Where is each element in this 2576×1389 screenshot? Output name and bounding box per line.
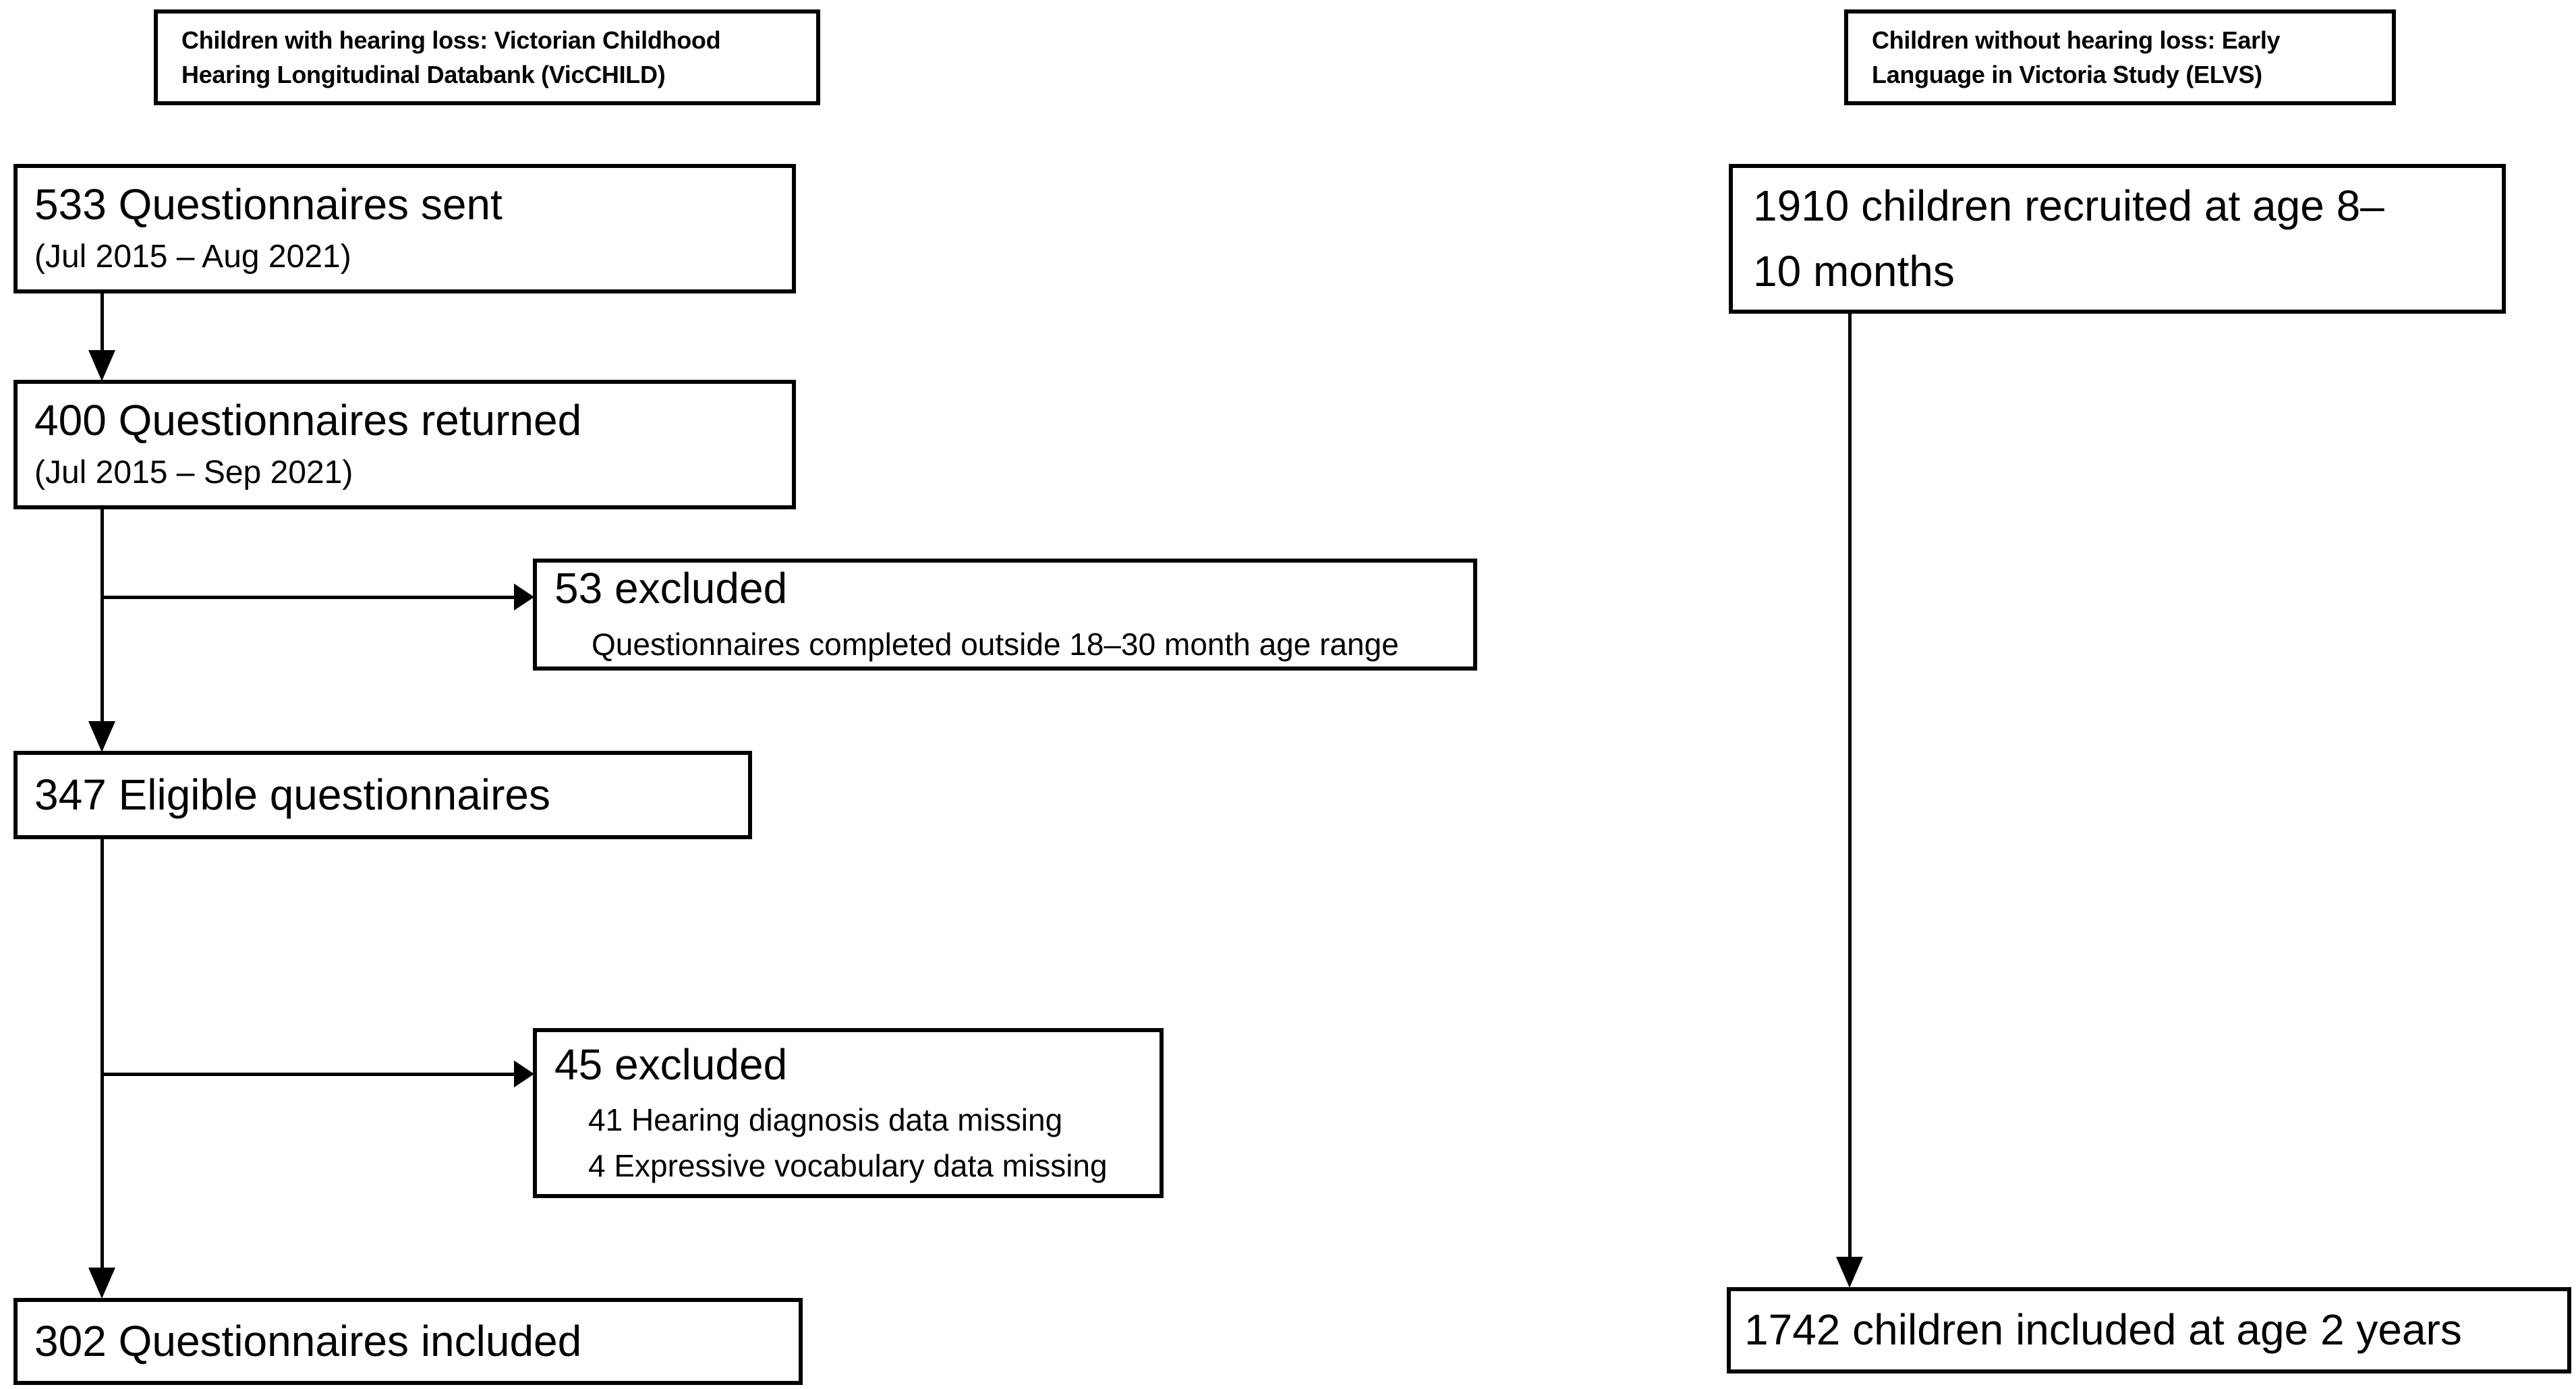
arrowhead-down-sent-to-returned-icon xyxy=(88,350,115,381)
questionnaires-returned-title: 400 Questionnaires returned xyxy=(34,396,582,445)
connector-returned-to-eligible-line xyxy=(101,509,104,722)
eligible-questionnaires-box: 347 Eligible questionnaires xyxy=(13,751,752,839)
connector-sent-to-returned-line xyxy=(101,293,104,351)
excluded-missing-vocabulary-reason: 4 Expressive vocabulary data missing xyxy=(588,1147,1108,1183)
excluded-age-range-title: 53 excluded xyxy=(554,564,788,613)
excluded-missing-hearing-reason: 41 Hearing diagnosis data missing xyxy=(588,1102,1063,1138)
questionnaires-sent-box: 533 Questionnaires sent (Jul 2015 – Aug … xyxy=(13,164,796,293)
arrowhead-down-recruited-to-included-icon xyxy=(1836,1257,1863,1288)
excluded-missing-data-title: 45 excluded xyxy=(554,1040,788,1089)
connector-branch-to-excluded-age-line xyxy=(102,596,515,599)
arrowhead-down-returned-to-eligible-icon xyxy=(88,721,115,752)
arrowhead-down-eligible-to-included-icon xyxy=(88,1268,115,1299)
arrowhead-right-excluded-age-icon xyxy=(514,584,534,611)
right-cohort-header-line2: Language in Victoria Study (ELVS) xyxy=(1872,61,2262,88)
questionnaires-included-box: 302 Questionnaires included xyxy=(13,1298,803,1385)
connector-recruited-to-included-line xyxy=(1848,314,1852,1258)
children-included-box: 1742 children included at age 2 years xyxy=(1727,1287,2571,1373)
connector-branch-to-excluded-missing-line xyxy=(102,1073,515,1076)
right-cohort-header-line1: Children without hearing loss: Early xyxy=(1872,26,2281,54)
children-recruited-line2: 10 months xyxy=(1753,247,1955,295)
left-cohort-header-line2: Hearing Longitudinal Databank (VicCHILD) xyxy=(181,61,666,88)
excluded-age-range-box: 53 excluded Questionnaires completed out… xyxy=(533,559,1477,671)
questionnaires-sent-daterange: (Jul 2015 – Aug 2021) xyxy=(34,238,351,275)
left-cohort-header-box: Children with hearing loss: Victorian Ch… xyxy=(154,9,820,105)
children-included-title: 1742 children included at age 2 years xyxy=(1744,1305,2462,1355)
arrowhead-right-excluded-missing-icon xyxy=(514,1060,534,1087)
questionnaires-included-title: 302 Questionnaires included xyxy=(34,1316,582,1365)
children-recruited-box: 1910 children recruited at age 8– 10 mon… xyxy=(1729,164,2506,314)
excluded-age-range-reason: Questionnaires completed outside 18–30 m… xyxy=(592,626,1399,662)
left-cohort-header-line1: Children with hearing loss: Victorian Ch… xyxy=(181,26,721,54)
questionnaires-returned-daterange: (Jul 2015 – Sep 2021) xyxy=(34,454,353,490)
connector-eligible-to-included-line xyxy=(101,839,104,1269)
excluded-missing-data-box: 45 excluded 41 Hearing diagnosis data mi… xyxy=(533,1028,1164,1198)
right-cohort-header-box: Children without hearing loss: Early Lan… xyxy=(1844,9,2396,105)
questionnaires-returned-box: 400 Questionnaires returned (Jul 2015 – … xyxy=(13,380,796,509)
questionnaires-sent-title: 533 Questionnaires sent xyxy=(34,180,503,229)
eligible-questionnaires-title: 347 Eligible questionnaires xyxy=(34,770,550,819)
children-recruited-line1: 1910 children recruited at age 8– xyxy=(1753,181,2384,230)
